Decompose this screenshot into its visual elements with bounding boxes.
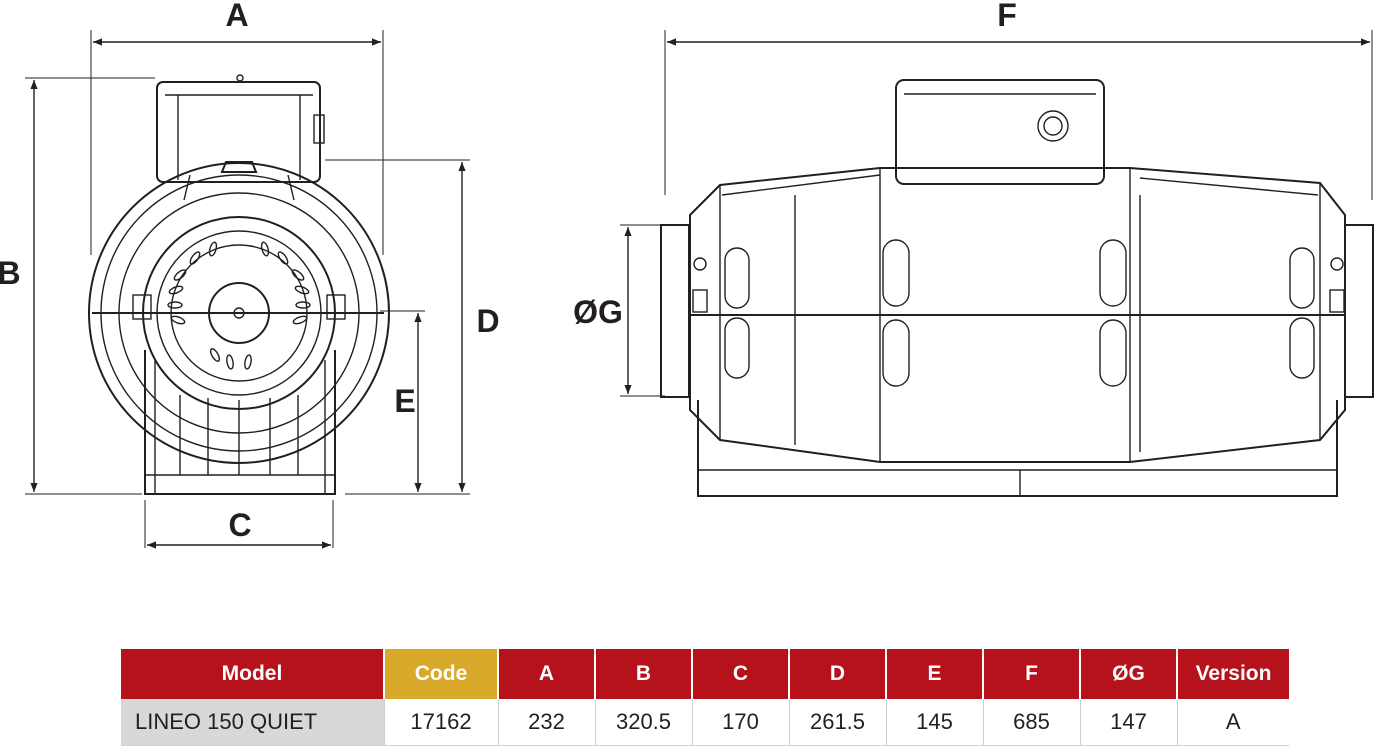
header-e: E (885, 649, 983, 699)
header-version: Version (1176, 649, 1289, 699)
cell-version: A (1176, 699, 1289, 746)
cell-a: 232 (497, 699, 595, 746)
cell-e: 145 (885, 699, 983, 746)
cell-d: 261.5 (788, 699, 886, 746)
side-view (620, 30, 1374, 497)
cell-code: 17162 (383, 699, 498, 746)
table-row: LINEO 150 QUIET 17162 232 320.5 170 261.… (121, 699, 1289, 746)
dimension-d-label: D (476, 303, 499, 339)
cell-b: 320.5 (594, 699, 692, 746)
cell-c: 170 (691, 699, 789, 746)
dimension-g-label: ØG (573, 294, 623, 330)
dimension-b-label: B (0, 255, 21, 291)
dimension-f-label: F (997, 0, 1017, 33)
front-view (25, 30, 470, 548)
dimension-a-label: A (225, 0, 248, 33)
header-g: ØG (1079, 649, 1177, 699)
cell-g: 147 (1079, 699, 1177, 746)
header-code: Code (383, 649, 498, 699)
header-b: B (594, 649, 692, 699)
technical-drawing: A B C D E (0, 0, 1374, 549)
header-c: C (691, 649, 789, 699)
header-model: Model (121, 649, 384, 699)
table-header-row: Model Code A B C D E F ØG Version (121, 649, 1289, 699)
cell-model: LINEO 150 QUIET (121, 699, 384, 746)
dimension-c-label: C (228, 507, 251, 543)
header-f: F (982, 649, 1080, 699)
header-a: A (497, 649, 595, 699)
dimension-e-label: E (394, 383, 415, 419)
specification-table: Model Code A B C D E F ØG Version LINEO … (121, 649, 1289, 746)
header-d: D (788, 649, 886, 699)
cell-f: 685 (982, 699, 1080, 746)
